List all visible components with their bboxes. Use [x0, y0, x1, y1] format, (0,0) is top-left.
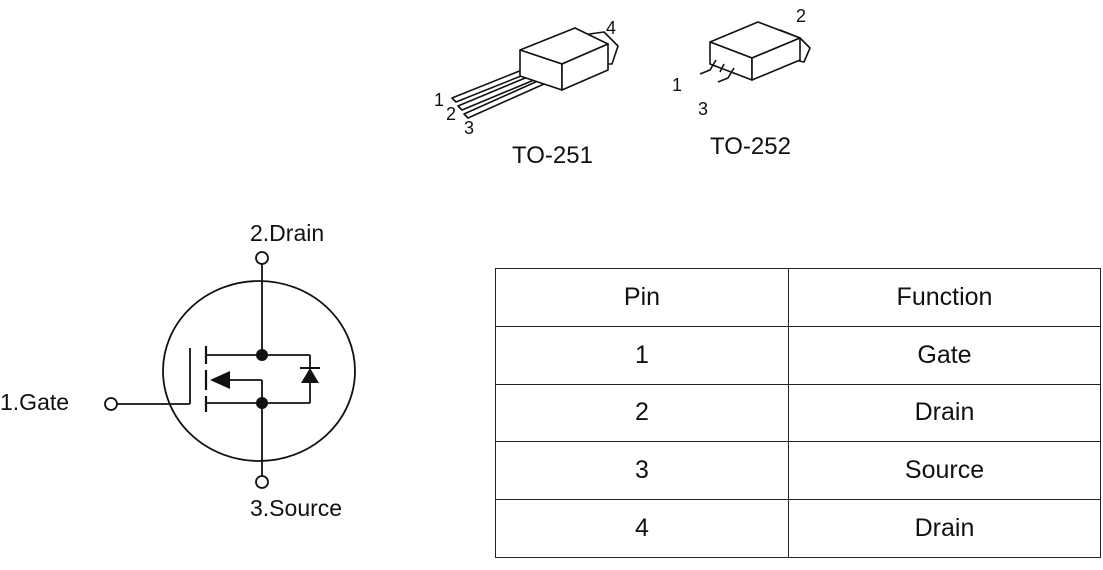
diode-triangle: [301, 368, 319, 383]
pin-cell: 1: [495, 325, 789, 385]
header-pin: Pin: [495, 268, 789, 327]
function-cell: Source: [788, 441, 1101, 501]
drain-label: 2.Drain: [250, 220, 324, 246]
to251-pin-2: 2: [446, 104, 456, 124]
to251-name: TO-251: [512, 142, 593, 169]
to251-body-side: [561, 43, 609, 91]
table-header-row: Pin Function: [495, 268, 1101, 327]
gate-terminal: [104, 397, 118, 411]
function-cell: Drain: [788, 499, 1101, 558]
to252-name: TO-252: [710, 133, 791, 160]
function-cell: Gate: [788, 325, 1101, 385]
to251-pin-4: 4: [606, 18, 616, 38]
source-junction-dot: [256, 397, 268, 409]
to252-lead-3: [717, 67, 735, 83]
pin-cell: 3: [495, 441, 789, 501]
to252-package: [699, 21, 811, 83]
body-arrow: [210, 371, 230, 389]
pin-function-table: Pin Function 1 Gate 2 Drain 3 Source 4 D…: [495, 268, 1101, 558]
to252-lead-1: [699, 59, 717, 75]
pin-cell: 2: [495, 383, 789, 443]
gate-label: 1.Gate: [0, 389, 69, 415]
source-terminal: [255, 475, 269, 489]
mosfet-symbol: 2.Drain 1.Gate 3.Source: [0, 220, 356, 521]
table-row: 1 Gate: [495, 325, 1101, 385]
table-row: 2 Drain: [495, 383, 1101, 443]
to251-pin-3: 3: [464, 118, 474, 138]
symbol-circle: [162, 280, 356, 462]
table-row: 4 Drain: [495, 499, 1101, 558]
pin-cell: 4: [495, 499, 789, 558]
function-cell: Drain: [788, 383, 1101, 443]
to251-pin-1: 1: [434, 90, 444, 110]
package-drawings: 1 2 3 4 TO-251 1 2 3 TO-252: [434, 6, 811, 169]
drain-terminal: [255, 251, 269, 265]
header-function: Function: [788, 268, 1101, 327]
source-label: 3.Source: [250, 495, 342, 521]
to252-lead-center: [719, 63, 725, 73]
to251-package: [451, 27, 619, 119]
to252-pin-2: 2: [796, 6, 806, 26]
to252-pin-3: 3: [698, 99, 708, 119]
to252-body-side: [751, 37, 801, 81]
drain-junction-dot: [256, 349, 268, 361]
to252-pin-1: 1: [672, 75, 682, 95]
table-row: 3 Source: [495, 441, 1101, 501]
